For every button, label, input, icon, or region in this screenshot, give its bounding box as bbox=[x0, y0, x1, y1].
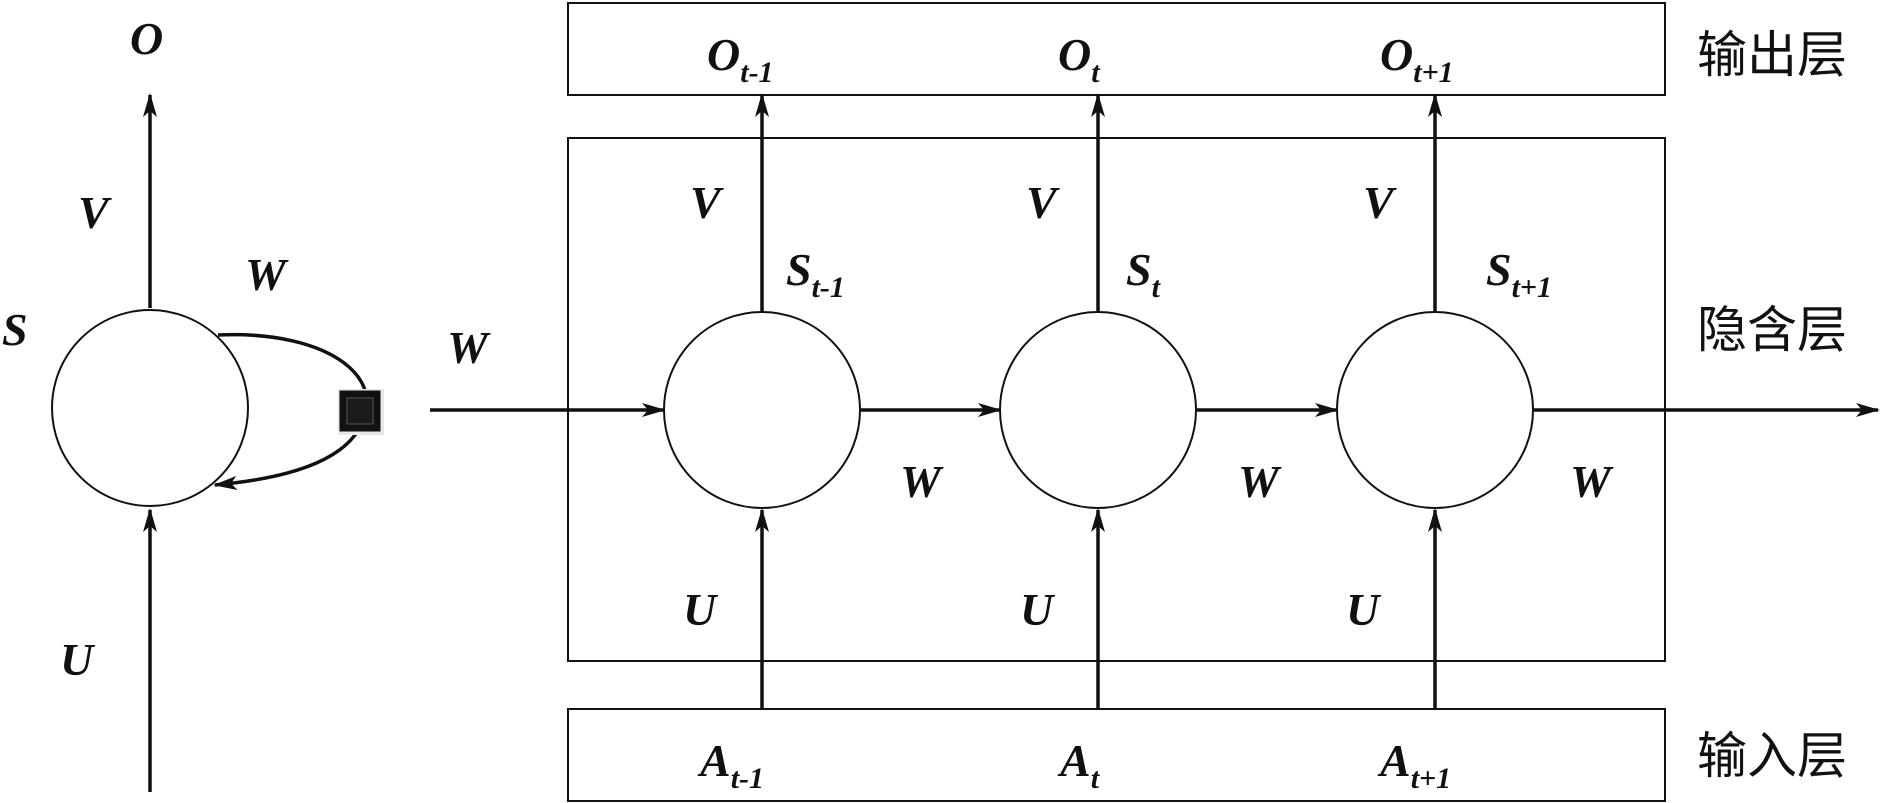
input-label-2: At bbox=[1057, 735, 1101, 795]
state-label-1: St-1 bbox=[786, 244, 845, 304]
time-step-1 bbox=[663, 93, 861, 709]
output-label-2: Ot bbox=[1058, 29, 1101, 89]
w-label-3: W bbox=[1570, 456, 1614, 507]
v-label-2: V bbox=[1026, 177, 1060, 228]
input-layer-label: 输入层 bbox=[1697, 727, 1847, 785]
folded-state-label: S bbox=[2, 304, 28, 355]
u-label-3: U bbox=[1346, 584, 1382, 635]
w-in-label: W bbox=[447, 322, 491, 373]
u-label-2: U bbox=[1020, 584, 1056, 635]
state-node bbox=[999, 311, 1197, 509]
folded-rnn: O V W S U bbox=[2, 13, 384, 792]
state-node bbox=[663, 311, 861, 509]
time-step-3 bbox=[1336, 93, 1534, 709]
folded-output-label: O bbox=[130, 13, 163, 64]
output-label-3: Ot+1 bbox=[1380, 29, 1454, 89]
unrolled-rnn: W Ot-1 V St-1 W U At-1 Ot V St W U At Ot… bbox=[430, 2, 1880, 802]
output-label-1: Ot-1 bbox=[707, 29, 774, 89]
v-label-1: V bbox=[690, 177, 724, 228]
time-step-2 bbox=[999, 93, 1197, 709]
hidden-layer-label: 隐含层 bbox=[1697, 301, 1847, 359]
v-label-3: V bbox=[1363, 177, 1397, 228]
state-node bbox=[1336, 311, 1534, 509]
state-label-2: St bbox=[1126, 244, 1162, 304]
w-label-1: W bbox=[900, 456, 944, 507]
output-layer-box bbox=[567, 2, 1666, 96]
folded-w-label: W bbox=[245, 249, 289, 300]
folded-u-label: U bbox=[60, 634, 96, 685]
w-label-2: W bbox=[1238, 456, 1282, 507]
hidden-layer-box bbox=[567, 137, 1666, 662]
input-label-1: At-1 bbox=[697, 735, 764, 795]
folded-v-label: V bbox=[78, 187, 112, 238]
output-layer-label: 输出层 bbox=[1697, 26, 1847, 84]
u-label-1: U bbox=[683, 584, 719, 635]
state-label-3: St+1 bbox=[1486, 244, 1552, 304]
input-layer-box bbox=[567, 708, 1666, 802]
input-label-3: At+1 bbox=[1377, 735, 1451, 795]
folded-state-node bbox=[51, 309, 249, 507]
